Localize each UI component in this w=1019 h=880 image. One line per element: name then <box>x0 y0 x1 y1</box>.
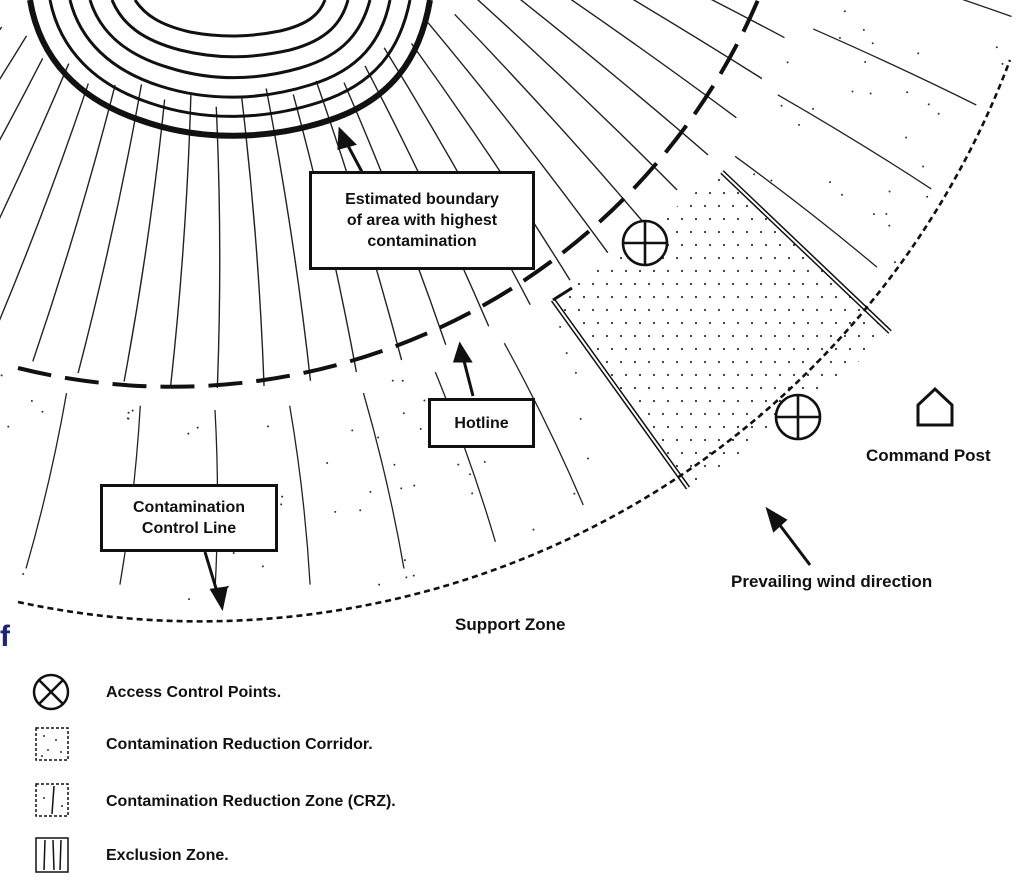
legend-reduction-corridor: Contamination Reduction Corridor. <box>106 736 373 754</box>
boundary-line3: contamination <box>312 231 532 252</box>
ccl-line1: Contamination <box>103 497 275 518</box>
reduction-corridor-icon <box>36 728 68 760</box>
highest-contamination-area <box>30 0 430 136</box>
access-control-point-upper <box>623 221 667 265</box>
exclusion-zone-icon <box>36 838 68 872</box>
legend-reduction-zone: Contamination Reduction Zone (CRZ). <box>106 793 396 811</box>
reduction-zone-icon <box>36 784 68 816</box>
wind-label: Prevailing wind direction <box>731 572 932 592</box>
boundary-line2: of area with highest <box>312 210 532 231</box>
access-control-point-lower <box>776 395 820 439</box>
boundary-line1: Estimated boundary <box>312 189 532 210</box>
ccl-line2: Control Line <box>103 518 275 539</box>
support-zone-label: Support Zone <box>455 615 565 635</box>
legend-access-control: Access Control Points. <box>106 684 281 702</box>
access-control-point-icon <box>34 675 68 709</box>
legend-exclusion-zone: Exclusion Zone. <box>106 847 229 865</box>
legend-symbols <box>34 675 68 872</box>
control-line-callout: Contamination Control Line <box>100 484 278 552</box>
boundary-callout: Estimated boundary of area with highest … <box>309 171 535 270</box>
edge-fragment: f <box>0 620 10 654</box>
command-post-label: Command Post <box>866 446 991 466</box>
house-icon <box>918 389 952 425</box>
hotline-label: Hotline <box>431 413 532 434</box>
hotline-callout: Hotline <box>428 398 535 448</box>
